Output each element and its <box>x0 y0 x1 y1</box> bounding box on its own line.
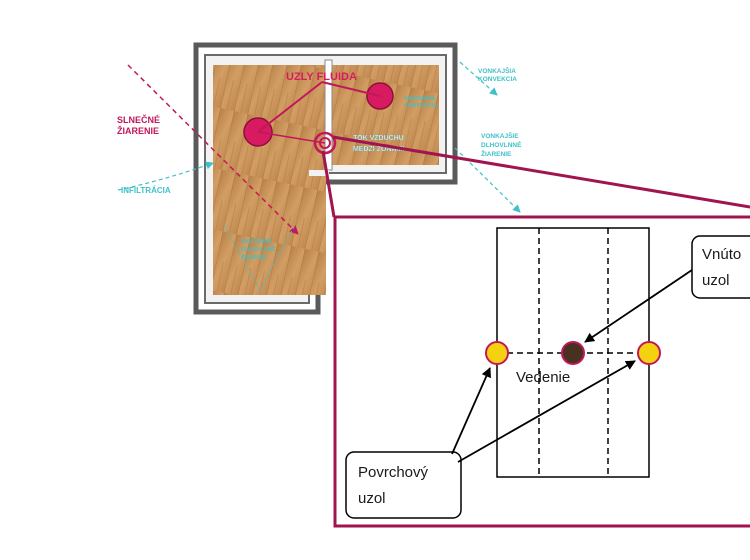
label-airflow-2: MEDZI ZÓNAMI <box>353 144 404 153</box>
inner-node <box>561 341 585 365</box>
inner-node-label-2: uzol <box>702 272 730 289</box>
label-solar-1: SLNEČNÉ <box>117 114 160 125</box>
surface-node-label-2: uzol <box>358 490 386 507</box>
label-int-longwave-3: ŽIARENIE <box>241 253 267 261</box>
zoom-line-top <box>332 135 750 209</box>
inner-node-label-1: Vnúto <box>702 246 741 263</box>
surface-target-inner <box>319 137 331 149</box>
label-ext-longwave-3: ŽIARENIE <box>481 149 512 158</box>
surface-node-callout <box>345 451 462 519</box>
int-longwave-arrows <box>223 224 296 292</box>
fluid-link-right <box>321 81 381 97</box>
label-int-convection-2: KONVEKCIA <box>404 103 437 109</box>
label-fluid-nodes: UZLY FLUIDA <box>286 71 357 83</box>
fluid-link-left <box>257 81 323 133</box>
label-solar-2: ŽIARENIE <box>117 125 159 136</box>
surface-node-arrow-right <box>457 360 636 463</box>
label-int-convection-1: VNÚTORNÁ <box>404 95 435 102</box>
zoom-line-left <box>321 150 336 218</box>
surface-target-outer <box>313 131 337 155</box>
label-ext-convection-2: KONVEKCIA <box>478 76 517 83</box>
inner-node-arrow <box>584 269 693 343</box>
floor-left-zone <box>213 65 326 295</box>
detail-panel: Vedenie Vnúto uzol Povrchový uzol <box>333 215 750 528</box>
label-conduction: Vedenie <box>516 369 570 386</box>
solar-arrow <box>127 64 299 235</box>
floor-right-zone <box>331 65 439 165</box>
surface-node-left <box>485 341 509 365</box>
surface-node-arrow-left <box>451 367 491 455</box>
infiltration-arrow <box>117 161 214 191</box>
inner-node-callout <box>691 235 750 299</box>
fluid-link-detail <box>257 131 326 144</box>
surface-node-right <box>637 341 661 365</box>
label-ext-convection-1: VONKAJŠIA <box>478 66 516 75</box>
ext-convection-arrow <box>459 61 498 96</box>
label-int-longwave-1: VNÚTORNÉ <box>241 237 272 245</box>
label-int-longwave-2: DLHOVLNNÉ <box>241 245 276 253</box>
label-airflow-1: TOK VZDUCHU <box>353 135 404 142</box>
label-infiltration: INFILTRÁCIA <box>121 186 171 195</box>
floor-plan: UZLY FLUIDA SLNEČNÉ ŽIARENIE INFILTRÁCIA… <box>117 42 522 315</box>
label-ext-longwave-2: DLHOVLNNÉ <box>481 140 522 149</box>
label-ext-longwave-1: VONKAJŠIE <box>481 131 519 140</box>
surface-node-label-1: Povrchový <box>358 464 429 481</box>
